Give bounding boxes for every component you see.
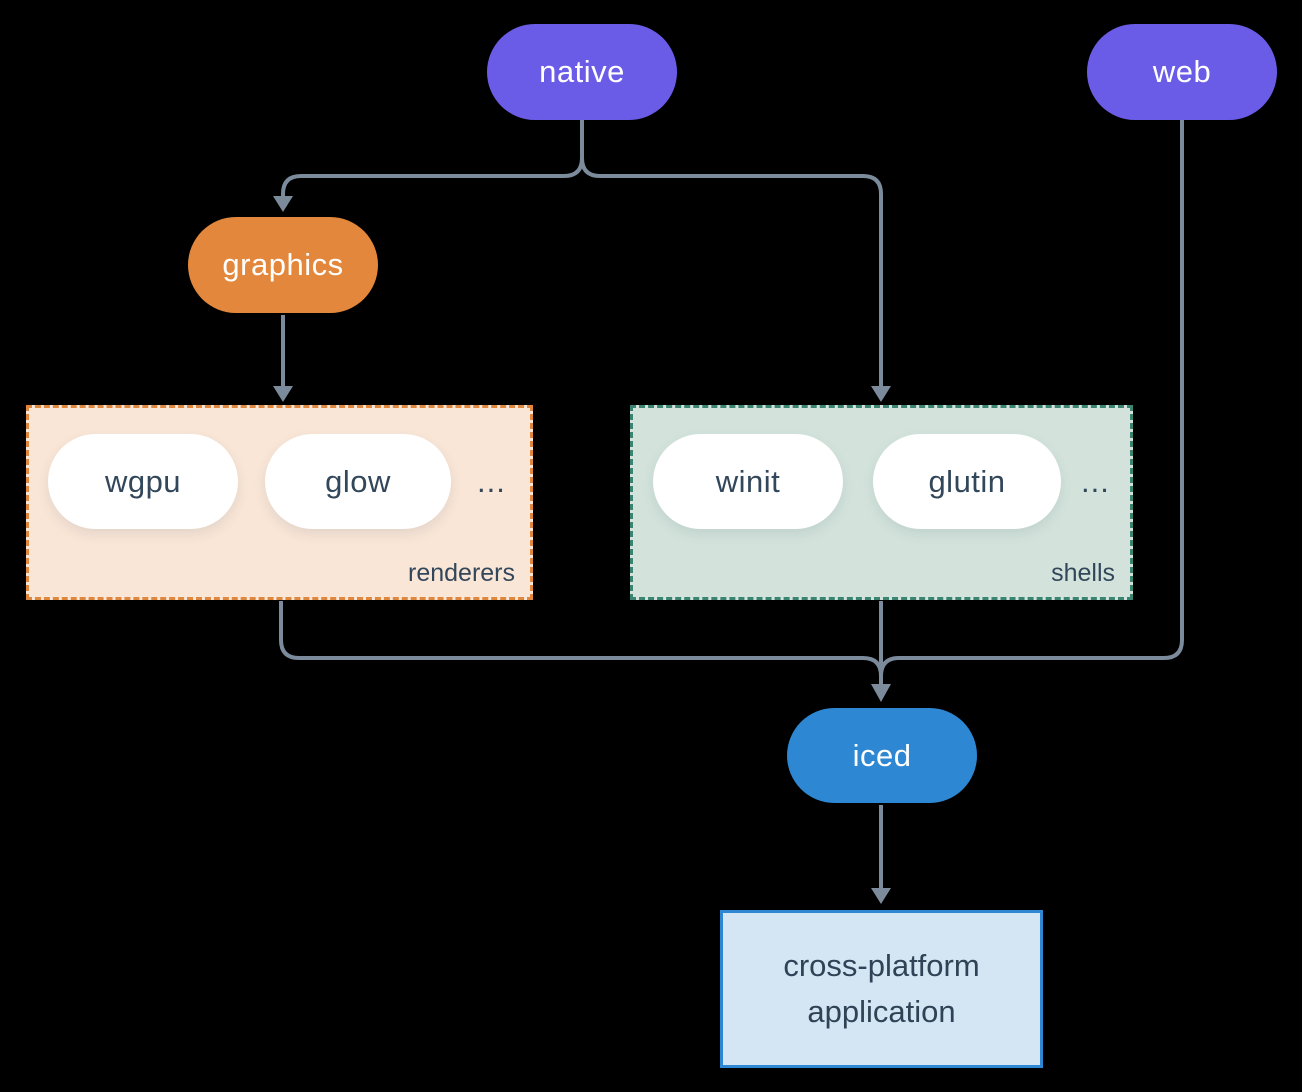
node-glow: glow — [265, 434, 451, 529]
node-glutin: glutin — [873, 434, 1061, 529]
application-label-line2: application — [807, 994, 956, 1029]
arrowhead-graphics — [273, 196, 293, 212]
node-native-label: native — [539, 54, 625, 89]
node-web-label: web — [1152, 54, 1212, 89]
group-shells: winit glutin ... shells — [630, 405, 1133, 600]
node-winit-label: winit — [715, 463, 781, 499]
arrowhead-application — [871, 888, 891, 904]
node-glow-label: glow — [325, 463, 391, 499]
edge-native-to-graphics — [281, 157, 584, 198]
node-wgpu: wgpu — [48, 434, 238, 529]
shells-ellipsis: ... — [1081, 464, 1110, 499]
edge-web-to-iced — [879, 120, 1184, 677]
edge-renderers-to-iced — [279, 601, 883, 677]
application-label-line1: cross-platform — [783, 947, 980, 983]
node-winit: winit — [653, 434, 843, 529]
node-cross-platform-application: cross-platform application — [720, 910, 1043, 1068]
arrowhead-renderers — [273, 386, 293, 402]
arrowhead-iced — [871, 684, 891, 702]
node-graphics: graphics — [188, 217, 378, 313]
group-shells-label: shells — [1051, 559, 1115, 587]
edge-native-to-shells — [580, 157, 883, 388]
node-web: web — [1087, 24, 1277, 120]
group-renderers: wgpu glow ... renderers — [26, 405, 533, 600]
arrowhead-shells — [871, 386, 891, 402]
node-native: native — [487, 24, 677, 120]
group-renderers-label: renderers — [408, 559, 515, 587]
node-glutin-label: glutin — [928, 463, 1006, 499]
node-iced: iced — [787, 708, 977, 803]
node-wgpu-label: wgpu — [104, 463, 182, 499]
node-iced-label: iced — [852, 737, 912, 773]
node-graphics-label: graphics — [222, 247, 344, 282]
renderers-ellipsis: ... — [477, 464, 506, 499]
